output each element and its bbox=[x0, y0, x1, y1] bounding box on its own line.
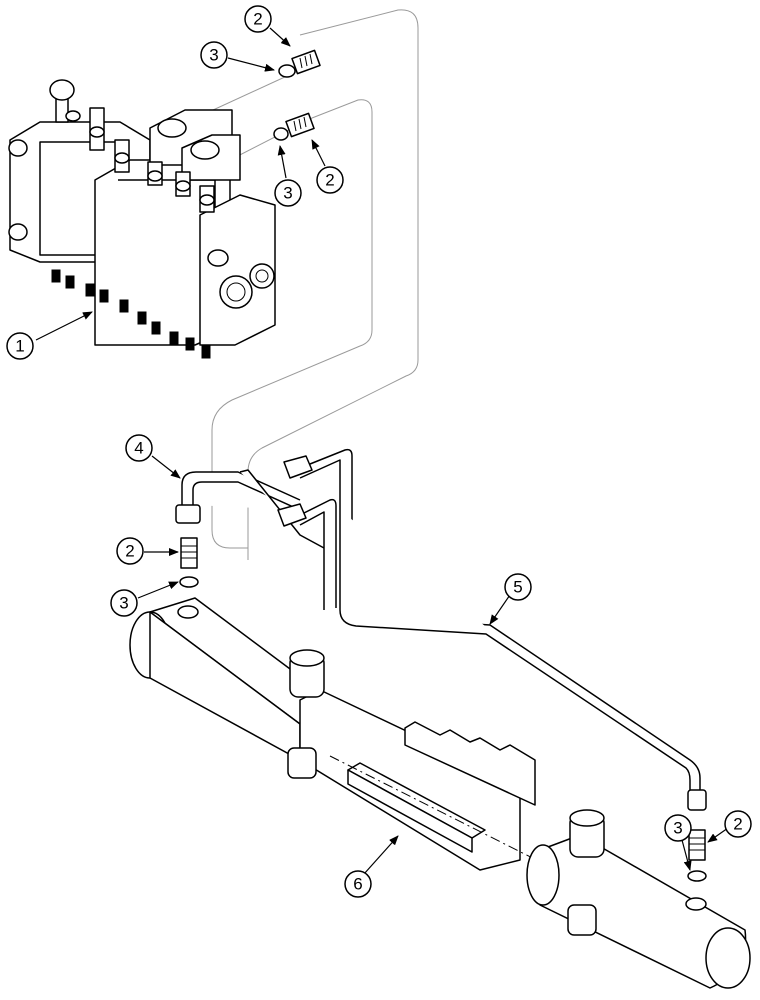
leader-lines bbox=[35, 27, 729, 875]
svg-text:2: 2 bbox=[325, 171, 334, 190]
callout-4: 4 bbox=[125, 434, 153, 462]
svg-text:2: 2 bbox=[125, 542, 134, 561]
hydraulic-tubes bbox=[175, 448, 707, 811]
callout-2-top-lower: 2 bbox=[316, 166, 344, 194]
control-valve-bank bbox=[8, 79, 276, 359]
callout-2-top-upper: 2 bbox=[244, 5, 272, 33]
callout-2-right: 2 bbox=[724, 810, 752, 838]
svg-text:6: 6 bbox=[353, 875, 362, 894]
svg-text:1: 1 bbox=[15, 337, 24, 356]
callout-5: 5 bbox=[504, 573, 532, 601]
svg-text:3: 3 bbox=[119, 594, 128, 613]
svg-text:2: 2 bbox=[253, 10, 262, 29]
cylinder-fittings bbox=[179, 537, 707, 882]
callout-3-top-lower: 3 bbox=[274, 179, 302, 207]
svg-text:3: 3 bbox=[673, 819, 682, 838]
valve-fittings bbox=[273, 49, 321, 141]
callout-3-right: 3 bbox=[664, 814, 692, 842]
callout-6: 6 bbox=[344, 870, 372, 898]
svg-text:2: 2 bbox=[733, 815, 742, 834]
hose-route-outlines bbox=[199, 9, 419, 560]
svg-text:5: 5 bbox=[513, 578, 522, 597]
callout-2-left: 2 bbox=[116, 537, 144, 565]
svg-text:4: 4 bbox=[134, 439, 143, 458]
callout-3-left: 3 bbox=[110, 589, 138, 617]
callout-3-top-upper: 3 bbox=[200, 41, 228, 69]
svg-text:3: 3 bbox=[209, 46, 218, 65]
callout-1: 1 bbox=[6, 332, 34, 360]
steering-cylinder bbox=[129, 597, 751, 989]
svg-text:3: 3 bbox=[283, 184, 292, 203]
